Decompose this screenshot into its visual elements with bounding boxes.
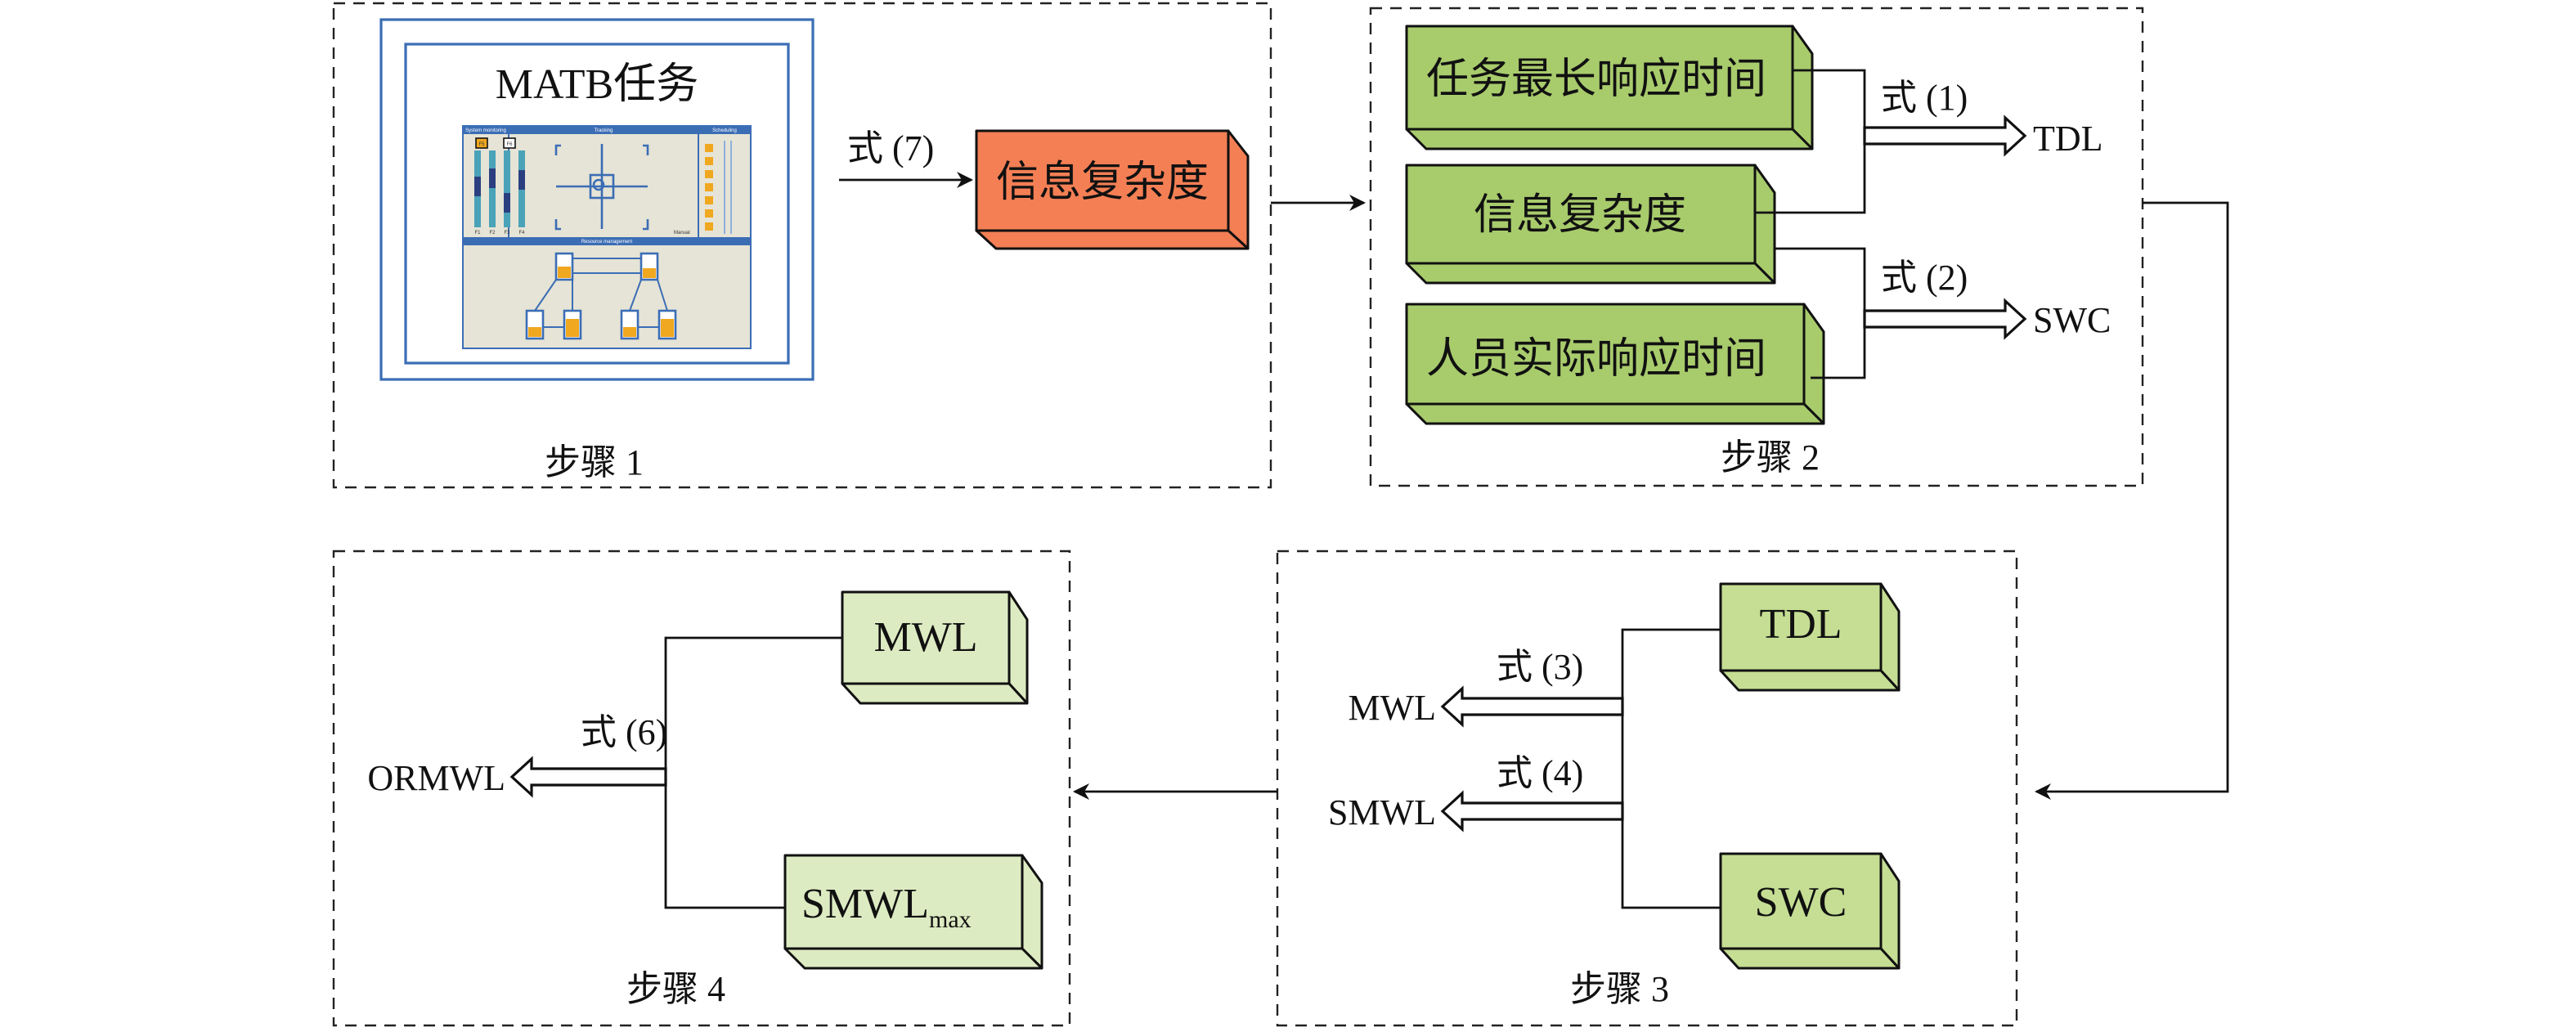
formula-3-label: 式 (3) (1497, 647, 1583, 687)
smwl-max-box-label: SMWLmax (801, 881, 972, 933)
step4-dashed-frame (332, 550, 1071, 1027)
swc-box (1719, 852, 1901, 970)
matb-system-monitoring-label: System monitoring (465, 128, 506, 133)
matb-gauge-f4: F4 (518, 231, 525, 236)
step1-dashed-frame (332, 2, 1272, 489)
box-bottom-face (1405, 262, 1776, 285)
step3-panel: TDL SWC 式 (3) 式 (4) MWL SMWL 步骤 3 (1276, 550, 2018, 1027)
max-subscript: max (929, 906, 972, 933)
matb-screenshot: System monitoring Tracking Scheduling Re… (462, 125, 752, 349)
matb-scheduling-label: Scheduling (712, 128, 737, 133)
box-bottom-face (975, 229, 1250, 250)
hollow-arrow-tdl (1863, 114, 2027, 157)
matb-manual-label: Manual (674, 231, 690, 236)
mwl-box-label: MWL (873, 614, 977, 661)
smwl-max-box (783, 854, 1043, 970)
step3-label: 步骤 3 (1570, 969, 1669, 1009)
matb-outer-frame (379, 18, 815, 381)
actual-response-time-label: 人员实际响应时间 (1426, 336, 1766, 383)
formula-4-label: 式 (4) (1497, 753, 1583, 793)
matb-f6-button: F6 (506, 142, 513, 147)
mwl-box (841, 590, 1029, 705)
matb-title: MATB任务 (496, 61, 698, 108)
connector-step3 (1621, 628, 1721, 909)
mwl-output-label: MWL (1348, 688, 1436, 728)
step2-panel: 任务最长响应时间 信息复杂度 人员实际响应时间 式 (1) 式 (2) TDL … (1369, 7, 2144, 487)
max-response-time-label: 任务最长响应时间 (1426, 56, 1766, 103)
hollow-arrow-smwl (1440, 790, 1624, 832)
matb-gauge-f1: F1 (474, 231, 481, 236)
information-complexity-label-2: 信息复杂度 (1474, 192, 1686, 239)
ormwl-output-label: ORMWL (367, 758, 505, 798)
step2-label: 步骤 2 (1721, 437, 1820, 478)
step1-label: 步骤 1 (545, 442, 644, 482)
max-response-time-box (1405, 25, 1814, 150)
box-bottom-face (841, 682, 1029, 705)
arrow-step2-to-step3 (2035, 201, 2229, 800)
matb-gauge-f3: F3 (504, 231, 510, 236)
information-complexity-box-green (1405, 164, 1776, 285)
step4-panel: MWL SMWLmax 式 (6) ORMWL 步骤 4 (332, 550, 1071, 1027)
formula-6-label: 式 (6) (581, 712, 667, 752)
matb-gauge-f2: F2 (489, 231, 496, 236)
formula-1-label: 式 (1) (1881, 78, 1968, 118)
box-bottom-face (1405, 128, 1814, 150)
smwl-text: SMWL (801, 881, 929, 927)
information-complexity-box-orange (975, 129, 1250, 250)
step4-label: 步骤 4 (626, 969, 725, 1009)
formula-2-label: 式 (2) (1881, 258, 1968, 298)
actual-response-time-box (1405, 303, 1825, 425)
hollow-arrow-swc (1863, 298, 2027, 340)
swc-box-label: SWC (1755, 879, 1847, 926)
tdl-output-label: TDL (2033, 119, 2103, 159)
information-complexity-label: 信息复杂度 (996, 159, 1209, 206)
matb-resource-management-label: Resource management (581, 240, 633, 245)
matb-f5-button: F5 (478, 142, 485, 147)
box-bottom-face (1405, 402, 1825, 425)
formula-7-label: 式 (7) (847, 128, 934, 168)
step2-dashed-frame (1369, 7, 2144, 487)
box-bottom-face (1719, 669, 1901, 692)
hollow-arrow-ormwl (509, 756, 667, 798)
tdl-box (1719, 582, 1901, 692)
box-side-face (1227, 129, 1250, 250)
smwl-output-label: SMWL (1328, 792, 1436, 832)
box-bottom-face (1719, 947, 1901, 970)
matb-tracking-label: Tracking (595, 128, 613, 133)
step3-dashed-frame (1276, 550, 2018, 1027)
box-bottom-face (783, 947, 1043, 970)
step1-panel: MATB任务 System monitoring Tracking Schedu… (332, 2, 1272, 489)
tdl-box-label: TDL (1759, 601, 1842, 648)
matb-inner-frame (404, 43, 790, 365)
swc-output-label: SWC (2033, 300, 2111, 340)
hollow-arrow-mwl (1440, 685, 1624, 728)
